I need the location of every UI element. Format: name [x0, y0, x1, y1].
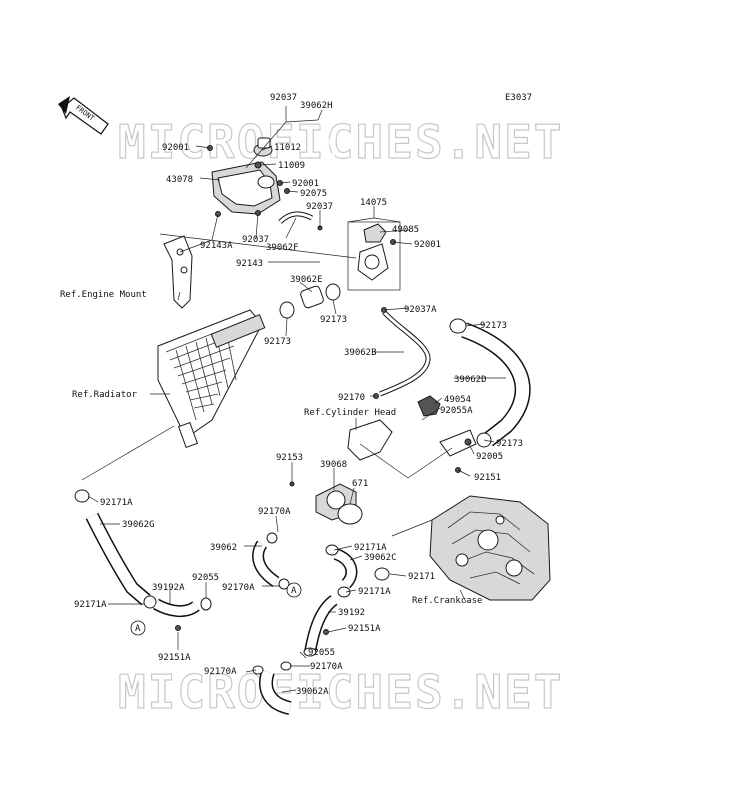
radiator [157, 309, 266, 449]
part-label: 92151A [348, 624, 381, 634]
part-label: 92075 [300, 189, 327, 199]
part-label: 92151 [474, 473, 501, 483]
part-label: 92037A [404, 305, 437, 315]
leader-lines [81, 106, 506, 693]
part-label: 92005 [476, 452, 503, 462]
svg-text:A: A [135, 624, 141, 634]
part-label: 92170 [338, 393, 365, 403]
part-label: 671 [352, 479, 368, 489]
reservoir-tank [207, 137, 290, 217]
part-label: 92170A [258, 507, 291, 517]
part-label: 92171 [408, 572, 435, 582]
part-label: 39062 [210, 543, 237, 553]
diagram-code: E3037 [505, 93, 532, 103]
cylinder-head-fitting [417, 395, 477, 473]
part-label: 92173 [320, 315, 347, 325]
part-label: 39062D [454, 375, 487, 385]
part-label: 39062C [364, 553, 397, 563]
callout-a-left: A [130, 620, 146, 636]
watermark-top: MICROFICHES.NET [118, 115, 563, 169]
part-label: 92055 [192, 573, 219, 583]
part-label: 92171A [100, 498, 133, 508]
water-pump [289, 481, 363, 525]
ref-radiator: Ref.Radiator [72, 390, 138, 400]
part-label: 92171A [358, 587, 391, 597]
part-label: 92001 [162, 143, 189, 153]
part-label: 39192A [152, 583, 185, 593]
part-label: 92170A [204, 667, 237, 677]
ref-engine-mount: Ref.Engine Mount [60, 290, 147, 300]
svg-text:A: A [291, 586, 297, 596]
part-label: 43078 [166, 175, 193, 185]
engine-mount-bracket [163, 235, 193, 309]
part-label: 39062E [290, 275, 323, 285]
part-label: 11009 [278, 161, 305, 171]
part-label: 92153 [276, 453, 303, 463]
part-label: 39062B [344, 348, 377, 358]
part-label: 14075 [360, 198, 387, 208]
part-label: 39062G [122, 520, 155, 530]
part-label: 92173 [480, 321, 507, 331]
part-label: 39062A [296, 687, 329, 697]
part-label: 92055 [308, 648, 335, 658]
part-label: 92173 [496, 439, 523, 449]
crankcase [429, 495, 551, 601]
part-label: 49054 [444, 395, 471, 405]
part-label: 92037 [242, 235, 269, 245]
part-label: 92151A [158, 653, 191, 663]
part-label: 39192 [338, 608, 365, 618]
part-label: 92170A [310, 662, 343, 672]
part-label: 92171A [74, 600, 107, 610]
part-label: 92143 [236, 259, 263, 269]
part-label: 92037 [270, 93, 297, 103]
part-label: 39062F [266, 243, 299, 253]
ref-cylinder-head: Ref.Cylinder Head [304, 408, 396, 418]
part-label: 92055A [440, 406, 473, 416]
part-label: 92170A [222, 583, 255, 593]
part-label: 92037 [306, 202, 333, 212]
watermark-bottom: MICROFICHES.NET [118, 665, 563, 719]
front-arrow-icon: FRONT [58, 96, 109, 135]
part-label: 92001 [414, 240, 441, 250]
ref-crankcase: Ref.Crankcase [412, 596, 482, 606]
part-label: 92143A [200, 241, 233, 251]
part-label: 92173 [264, 337, 291, 347]
callout-a-right: A [286, 582, 302, 598]
part-labels: 92037 39062H 92001 11012 11009 43078 920… [74, 93, 523, 697]
thermostat-housing [347, 221, 401, 291]
part-label: 92171A [354, 543, 387, 553]
part-label: 92001 [292, 179, 319, 189]
part-label: 39068 [320, 460, 347, 470]
part-label: 39062H [300, 101, 333, 111]
part-label: 11012 [274, 143, 301, 153]
part-label: 49085 [392, 225, 419, 235]
